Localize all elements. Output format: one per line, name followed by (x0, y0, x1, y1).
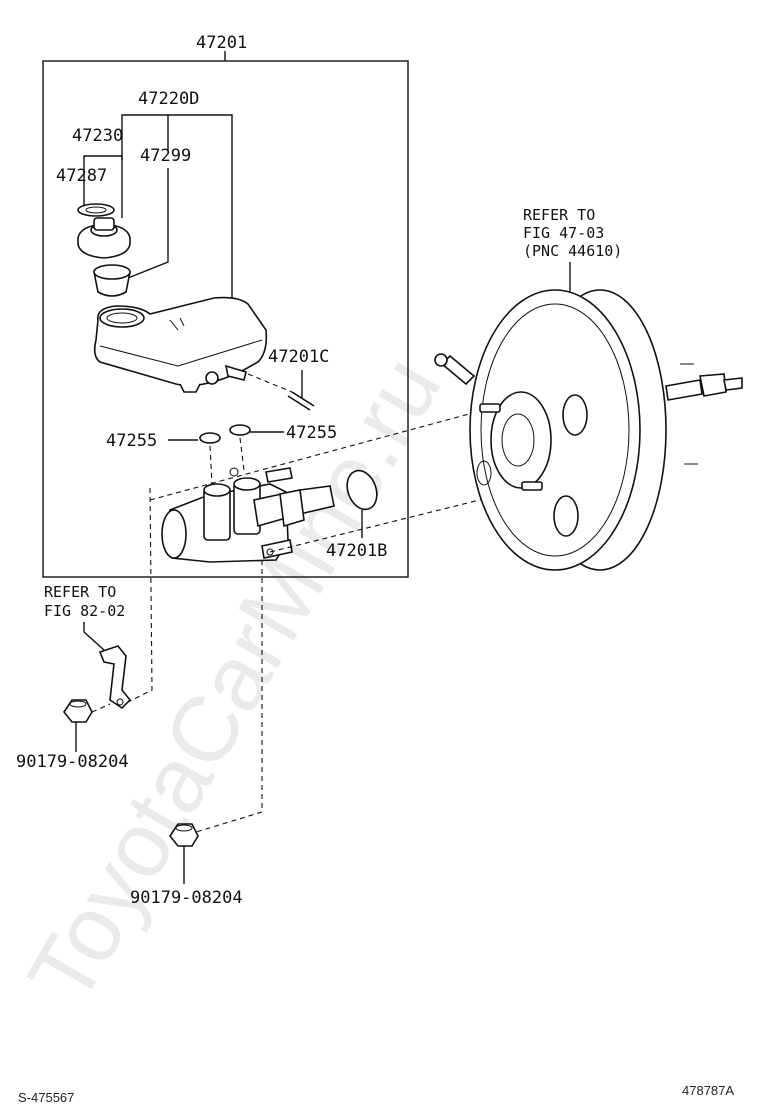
label-47220D: 47220D (138, 89, 199, 109)
footer-right-code: 478787A (682, 1083, 734, 1098)
reservoir-cap-part (77, 217, 131, 259)
strainer-part (93, 264, 131, 297)
pin-47201C-part (247, 373, 315, 411)
nut-lower-part (169, 823, 199, 847)
brake-booster-part (434, 289, 743, 571)
label-47201B: 47201B (326, 541, 387, 561)
label-47201: 47201 (196, 33, 247, 53)
gasket-part (77, 203, 115, 217)
label-47230: 47230 (72, 126, 123, 146)
grommet-left-part (199, 432, 221, 444)
reservoir-tank-part (93, 296, 268, 393)
refer-fig47-line2: FIG 47-03 (523, 224, 604, 242)
refer-fig82-line2: FIG 82-02 (44, 602, 125, 620)
label-nut-lower: 90179-08204 (130, 888, 243, 908)
grommet-right-part (229, 424, 251, 436)
refer-fig47-line1: REFER TO (523, 206, 595, 224)
nut-upper-part (63, 699, 93, 723)
label-47201C: 47201C (268, 347, 329, 367)
bracket-part (98, 645, 132, 710)
label-47287: 47287 (56, 166, 107, 186)
label-47255-right: 47255 (286, 423, 337, 443)
footer-left-code: S-475567 (18, 1090, 74, 1105)
label-47255-left: 47255 (106, 431, 157, 451)
refer-fig82-line1: REFER TO (44, 583, 116, 601)
master-cylinder-part (161, 467, 335, 563)
o-ring-47201B-part (346, 469, 378, 511)
refer-fig47-line3: (PNC 44610) (523, 242, 622, 260)
label-47299: 47299 (140, 146, 191, 166)
label-nut-upper: 90179-08204 (16, 752, 129, 772)
watermark: ToyotaCarMine.ru (9, 340, 460, 1020)
